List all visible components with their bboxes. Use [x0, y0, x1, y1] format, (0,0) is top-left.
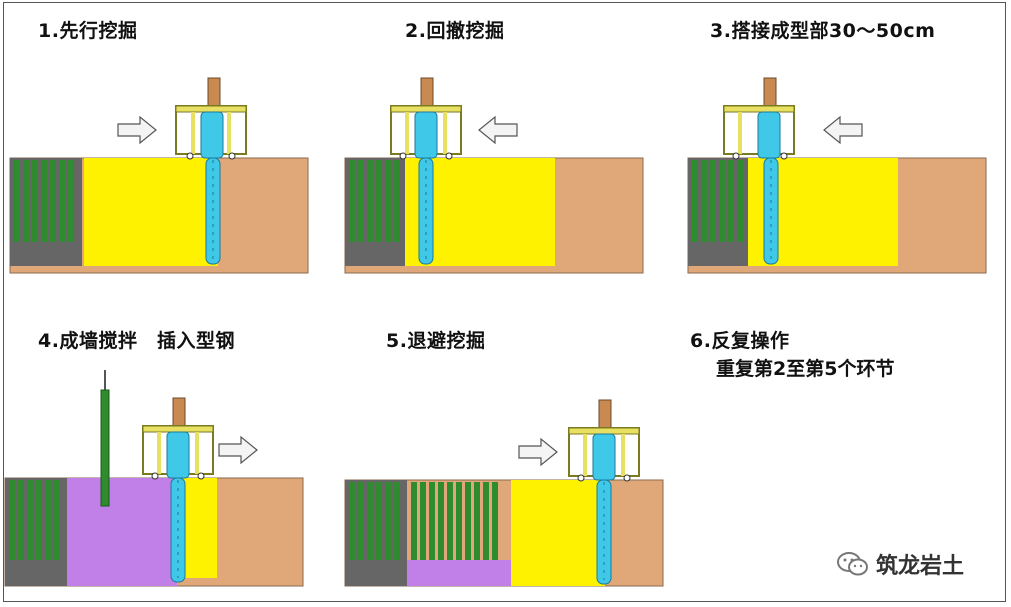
move-right-arrow — [117, 115, 157, 145]
step-5-title: 5.退避挖掘 — [386, 330, 486, 352]
step-3-title: 3.搭接成型部30～50cm — [710, 20, 936, 42]
new-wall-block — [84, 158, 218, 266]
watermark: 筑龙岩土 — [836, 548, 964, 580]
rig — [175, 77, 247, 160]
step-4-title: 4.成墙搅拌 插入型钢 — [38, 330, 235, 352]
watermark-text: 筑龙岩土 — [876, 554, 965, 579]
step-3-panel — [687, 77, 987, 274]
wechat-icon — [837, 552, 868, 576]
auger — [205, 157, 221, 265]
step-4-panel — [4, 370, 304, 587]
step-6-subtitle: 重复第2至第5个环节 — [716, 358, 895, 380]
step-2-title: 2.回撤挖掘 — [405, 20, 505, 42]
step-1-panel — [9, 77, 309, 274]
step-2-panel — [344, 77, 644, 274]
step-5-panel — [344, 399, 664, 587]
step-6-title: 6.反复操作 — [690, 330, 790, 352]
steel-piles — [14, 160, 74, 242]
step-1-title: 1.先行挖掘 — [38, 20, 138, 42]
